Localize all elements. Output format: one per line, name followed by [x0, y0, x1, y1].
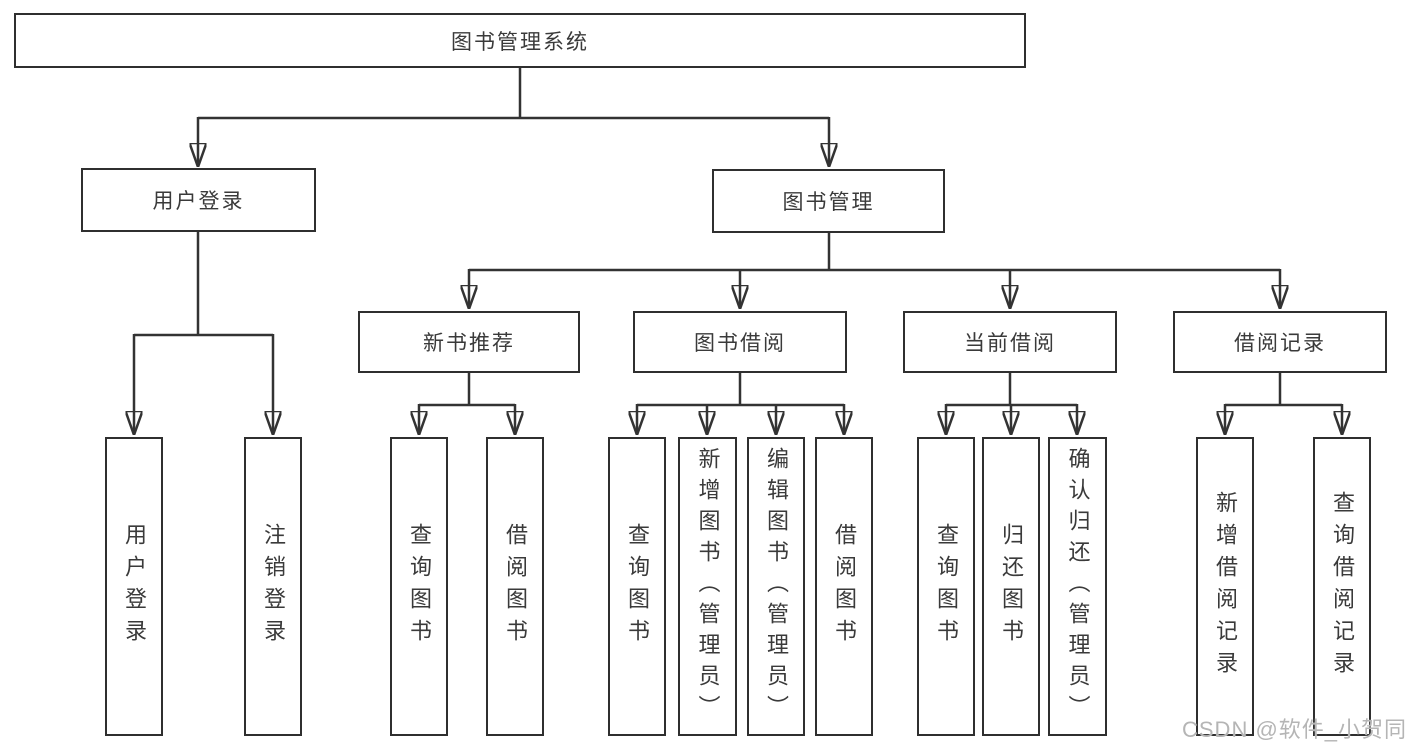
- leaf-query-books-borrowing: 查询图书: [608, 437, 666, 736]
- leaf-borrow-books-borrowing: 借阅图书: [815, 437, 873, 736]
- leaf-query-books-recommend: 查询图书: [390, 437, 448, 736]
- leaf-confirm-return-admin: 确认归还（管理员）: [1048, 437, 1107, 736]
- leaf-add-borrow-record: 新增借阅记录: [1196, 437, 1254, 736]
- leaf-query-books-current: 查询图书: [917, 437, 975, 736]
- node-user-login: 用户登录: [81, 168, 316, 232]
- node-new-book-recommendation: 新书推荐: [358, 311, 580, 373]
- leaf-user-login: 用户登录: [105, 437, 163, 736]
- node-current-borrowing: 当前借阅: [903, 311, 1117, 373]
- leaf-add-book-admin: 新增图书（管理员）: [678, 437, 737, 736]
- csdn-watermark: CSDN @软件_小贺同学: [1182, 717, 1405, 742]
- leaf-edit-book-admin: 编辑图书（管理员）: [747, 437, 805, 736]
- leaf-return-books: 归还图书: [982, 437, 1040, 736]
- node-book-management: 图书管理: [712, 169, 945, 233]
- node-book-borrowing: 图书借阅: [633, 311, 847, 373]
- node-library-system: 图书管理系统: [14, 13, 1026, 68]
- leaf-logout: 注销登录: [244, 437, 302, 736]
- leaf-query-borrow-record: 查询借阅记录: [1313, 437, 1371, 736]
- node-borrowing-records: 借阅记录: [1173, 311, 1387, 373]
- leaf-borrow-books-recommend: 借阅图书: [486, 437, 544, 736]
